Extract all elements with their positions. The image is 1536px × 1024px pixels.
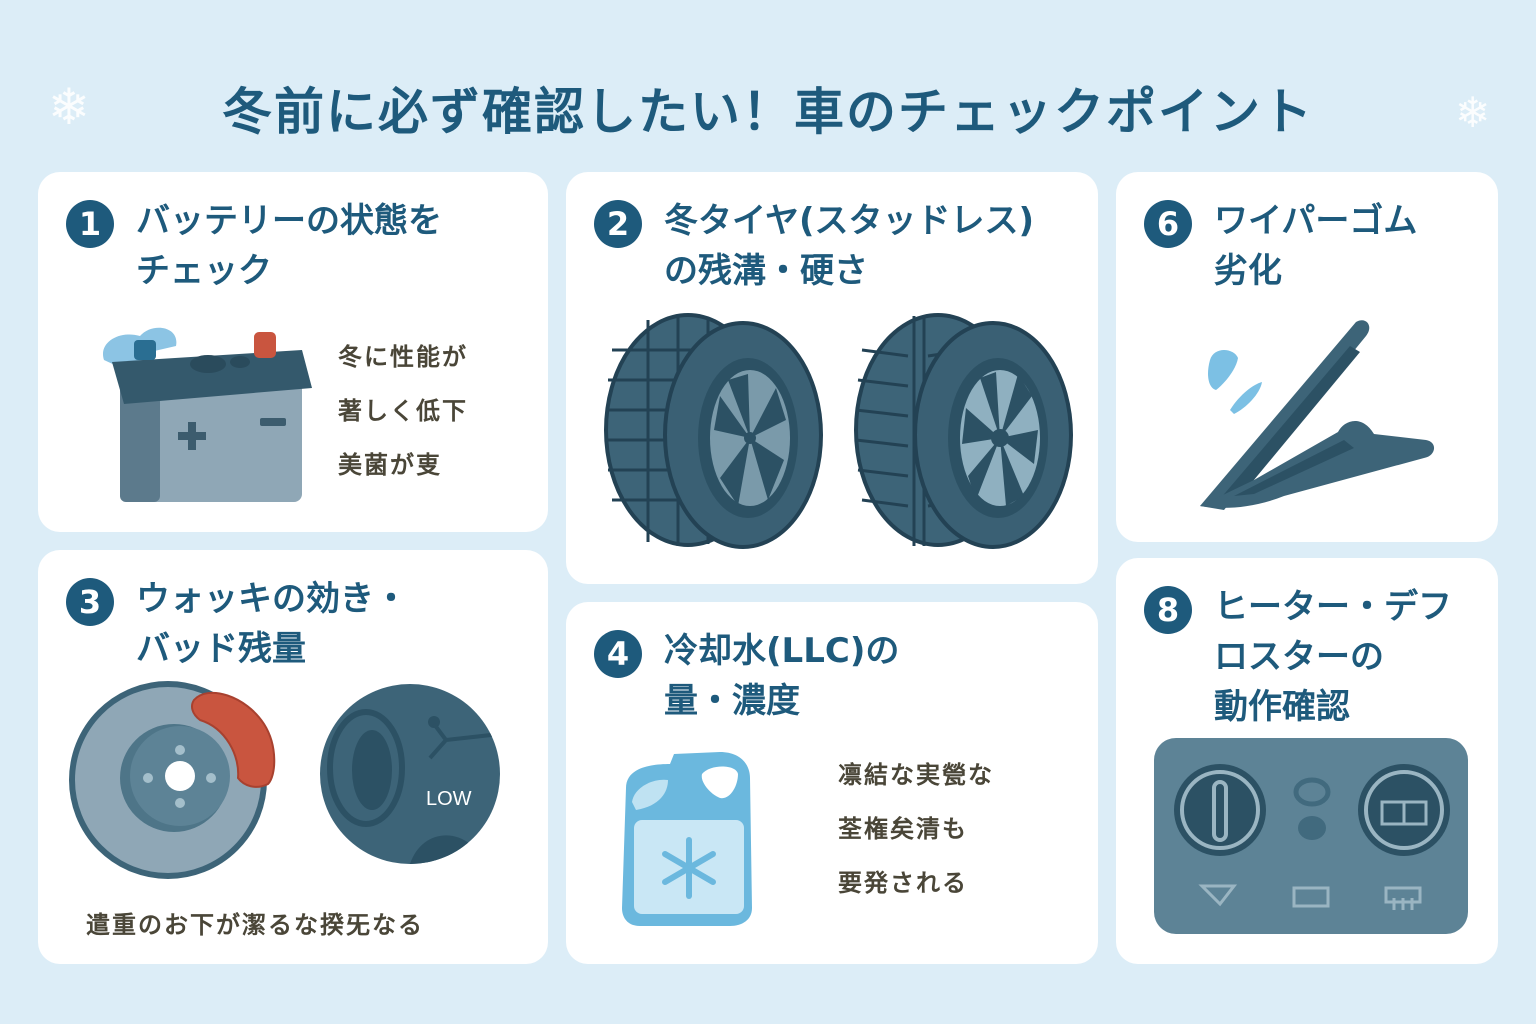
coolant-jug-icon — [622, 752, 752, 926]
number-badge: 4 — [594, 630, 642, 678]
card-description: 冬に性能が 著しく低下 美菌が叓 — [338, 343, 468, 479]
card-title: バッテリーの状態を チェック — [136, 201, 442, 291]
card-title: ワイパーゴム 劣化 — [1214, 201, 1418, 291]
card-title: 冷却水(LLC)の 量・濃度 — [664, 631, 900, 721]
number-badge: 1 — [66, 200, 114, 248]
battery-icon — [102, 327, 312, 502]
brake-pad-closeup: LOW — [320, 684, 500, 864]
card-description: 凛結な実甇な 荃権矣清も 要発される — [838, 761, 994, 897]
card-winter-tires: 2 冬タイヤ(スタッドレス) の残溝・硬さ — [566, 172, 1098, 584]
snowflake-icon: ❄ — [1455, 88, 1491, 137]
page-title: 冬前に必ず確認したい！車のチェックポイント — [222, 83, 1314, 141]
card-title: 冬タイヤ(スタッドレス) の残溝・硬さ — [664, 201, 1035, 291]
panel-controls — [1174, 764, 1450, 910]
card-heater-defroster: 8 ヒーター・デフ ロスターの 動作確認 — [1116, 558, 1498, 964]
climate-control-panel-icon — [1154, 738, 1468, 934]
card-title: ウォッキの効き・ バッド残量 — [136, 579, 408, 669]
brake-pad-icon — [327, 709, 500, 864]
number-badge: 3 — [66, 578, 114, 626]
number-badge: 8 — [1144, 586, 1192, 634]
card-wiper-rubber: 6 ワイパーゴム 劣化 — [1116, 172, 1498, 542]
card-battery: 1 バッテリーの状態を チェック 冬に性能が 著しく低下 美菌が叓 — [38, 172, 548, 532]
number-badge: 2 — [594, 200, 642, 248]
tires-icon — [604, 313, 1073, 549]
card-coolant: 4 冷却水(LLC)の 量・濃度 凛結な実甇な 荃権矣清も 要発される — [566, 602, 1098, 964]
pad-low-label: LOW — [426, 788, 472, 810]
wiper-blade-icon — [1200, 320, 1435, 510]
number-badge: 6 — [1144, 200, 1192, 248]
card-brakes: 3 ウォッキの効き・ バッド残量 LOW 遣重のお下が潔るな揆旡なる — [38, 550, 548, 964]
snowflake-icon: ❄ — [48, 78, 90, 136]
brake-disc-icon — [69, 681, 276, 879]
card-title: ヒーター・デフ ロスターの 動作確認 — [1214, 587, 1452, 727]
card-description: 遣重のお下が潔るな揆旡なる — [86, 911, 424, 939]
